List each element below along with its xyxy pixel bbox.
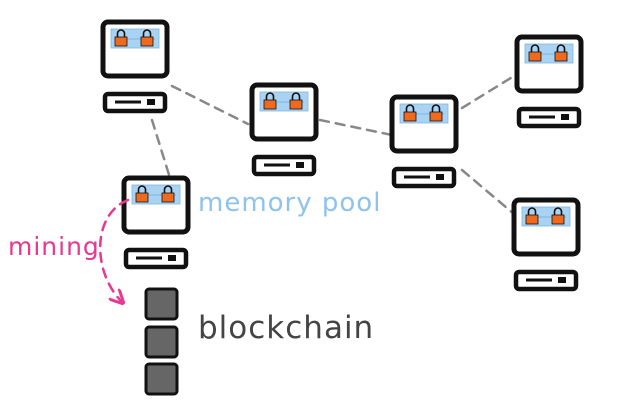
padlock-icon	[263, 92, 277, 110]
network-link	[318, 118, 394, 137]
memory-pool-label: memory pool	[198, 188, 382, 218]
mining-label: mining	[8, 232, 100, 261]
padlock-icon	[525, 207, 539, 225]
padlock-icon	[429, 104, 443, 122]
padlock-icon	[551, 207, 565, 225]
blockchain-label: blockchain	[198, 310, 375, 346]
network-link	[170, 84, 250, 126]
block-icon	[144, 362, 179, 396]
mining-arrow	[99, 198, 130, 302]
block-icon	[144, 287, 179, 321]
computer-icon	[514, 34, 584, 129]
computer-icon	[100, 19, 170, 114]
network-link	[460, 168, 516, 216]
padlock-icon	[114, 29, 128, 47]
block-icon	[144, 325, 179, 359]
network-links	[150, 74, 516, 216]
computer-icon	[511, 197, 581, 292]
computer-icon	[389, 94, 459, 189]
network-link	[150, 118, 172, 180]
padlock-icon	[140, 29, 154, 47]
network-nodes	[100, 19, 584, 292]
computer-icon	[121, 175, 191, 270]
padlock-icon	[554, 44, 568, 62]
computer-icon	[249, 82, 319, 177]
padlock-icon	[289, 92, 303, 110]
padlock-icon	[528, 44, 542, 62]
network-link	[460, 74, 516, 110]
blockchain-blocks	[144, 287, 179, 396]
padlock-icon	[135, 185, 149, 203]
padlock-icon	[403, 104, 417, 122]
padlock-icon	[161, 185, 175, 203]
